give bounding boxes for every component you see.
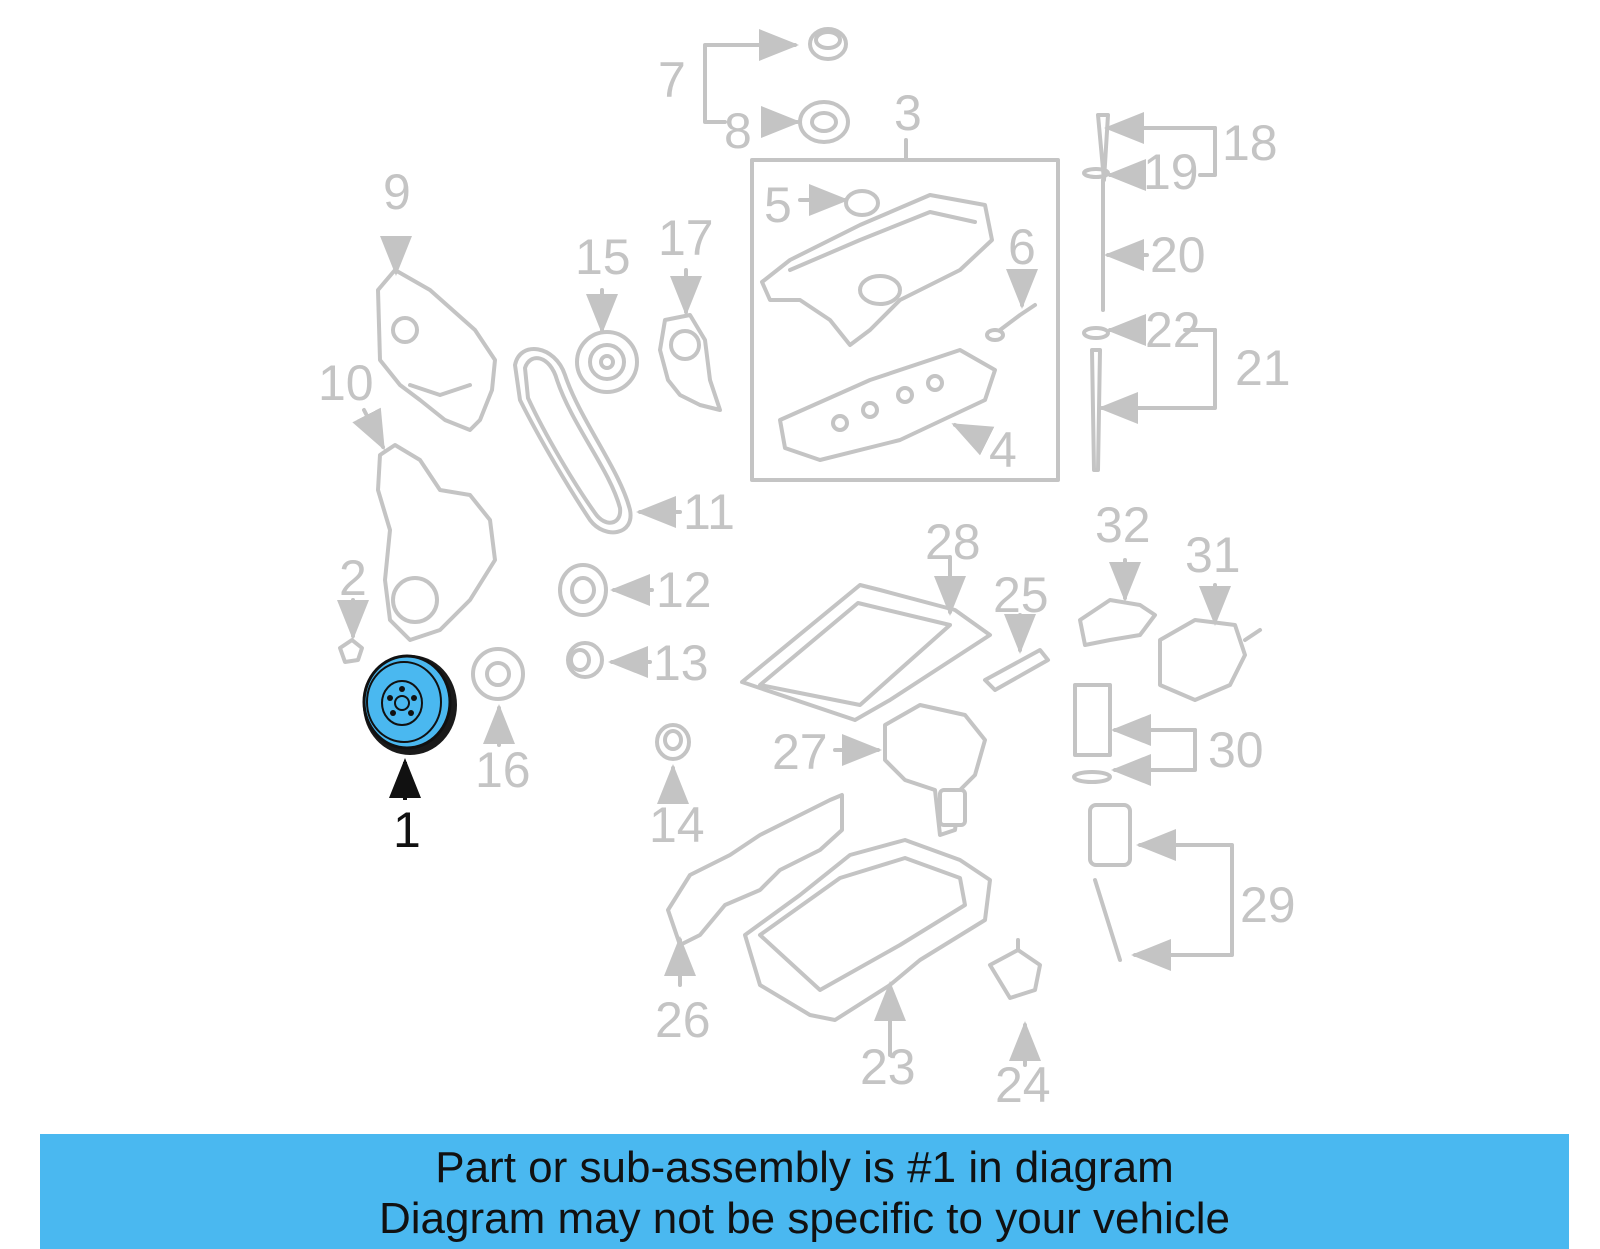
callout-4[interactable]: 4 (989, 422, 1017, 478)
callout-22[interactable]: 22 (1145, 302, 1201, 358)
callout-32[interactable]: 32 (1095, 497, 1151, 553)
callout-6[interactable]: 6 (1008, 219, 1036, 275)
callout-8[interactable]: 8 (724, 103, 752, 159)
callout-12[interactable]: 12 (656, 562, 712, 618)
banner-line-part-number: Part or sub-assembly is #1 in diagram (435, 1143, 1174, 1192)
callout-19[interactable]: 19 (1143, 144, 1199, 200)
bolt-part (337, 598, 369, 664)
rear-timing-cover-part (658, 268, 722, 412)
callout-25[interactable]: 25 (993, 567, 1049, 623)
callout-11[interactable]: 11 (683, 484, 735, 540)
callout-21[interactable]: 21 (1235, 340, 1291, 396)
tensioner-roller-part (566, 641, 652, 679)
crankshaft-sprocket-part (471, 647, 525, 747)
oil-pan-part (743, 838, 992, 1057)
crankshaft-pulley-part (362, 654, 457, 800)
leader-lines-dipstick (1098, 112, 1217, 424)
filter-housing-part (1088, 803, 1234, 971)
callout-7[interactable]: 7 (658, 52, 686, 108)
callout-28[interactable]: 28 (925, 514, 981, 570)
filler-cap-seal-part (798, 100, 850, 144)
callout-18[interactable]: 18 (1222, 115, 1278, 171)
banner-line-disclaimer: Diagram may not be specific to your vehi… (378, 1194, 1231, 1243)
lower-timing-cover-part (352, 407, 497, 642)
callout-31[interactable]: 31 (1185, 527, 1241, 583)
callout-26[interactable]: 26 (655, 992, 711, 1048)
dipstick-part (1082, 113, 1110, 472)
leader-lines-valve-cover (798, 184, 1038, 456)
callout-5[interactable]: 5 (764, 177, 792, 233)
callout-10[interactable]: 10 (318, 355, 374, 411)
callout-9[interactable]: 9 (383, 164, 411, 220)
callout-2[interactable]: 2 (339, 550, 367, 606)
callout-24[interactable]: 24 (995, 1057, 1051, 1113)
gasket-strip-part (983, 613, 1050, 692)
oil-filter-part (1072, 683, 1197, 786)
info-banner: Part or sub-assembly is #1 in diagram Di… (40, 1134, 1569, 1249)
gasket-set-part (1078, 558, 1157, 647)
callout-23[interactable]: 23 (860, 1039, 916, 1095)
valve-cover-assembly-part (750, 138, 1060, 482)
callout-29[interactable]: 29 (1240, 877, 1296, 933)
callout-14[interactable]: 14 (649, 797, 705, 853)
callout-27[interactable]: 27 (772, 724, 828, 780)
callout-1[interactable]: 1 (393, 802, 421, 858)
leader-lines-7-8 (703, 29, 801, 138)
oil-cooler-part (1158, 583, 1262, 702)
upper-timing-cover-part (376, 236, 497, 432)
oil-pump-part (833, 703, 987, 837)
oil-filler-cap-part (808, 27, 848, 61)
callout-3[interactable]: 3 (894, 85, 922, 141)
idler-pulley-part (558, 563, 654, 617)
callout-15[interactable]: 15 (575, 229, 631, 285)
camshaft-sprocket-part (575, 288, 639, 394)
oil-pan-baffle-part (740, 555, 992, 722)
callout-13[interactable]: 13 (653, 635, 709, 691)
timing-belt-part (513, 347, 682, 535)
seal-carrier-part (664, 793, 844, 987)
callout-17[interactable]: 17 (658, 210, 714, 266)
callout-16[interactable]: 16 (475, 742, 531, 798)
bushing-part (655, 723, 691, 804)
oil-level-sensor-part (988, 938, 1042, 1067)
callout-20[interactable]: 20 (1150, 227, 1206, 283)
callout-30[interactable]: 30 (1208, 722, 1264, 778)
